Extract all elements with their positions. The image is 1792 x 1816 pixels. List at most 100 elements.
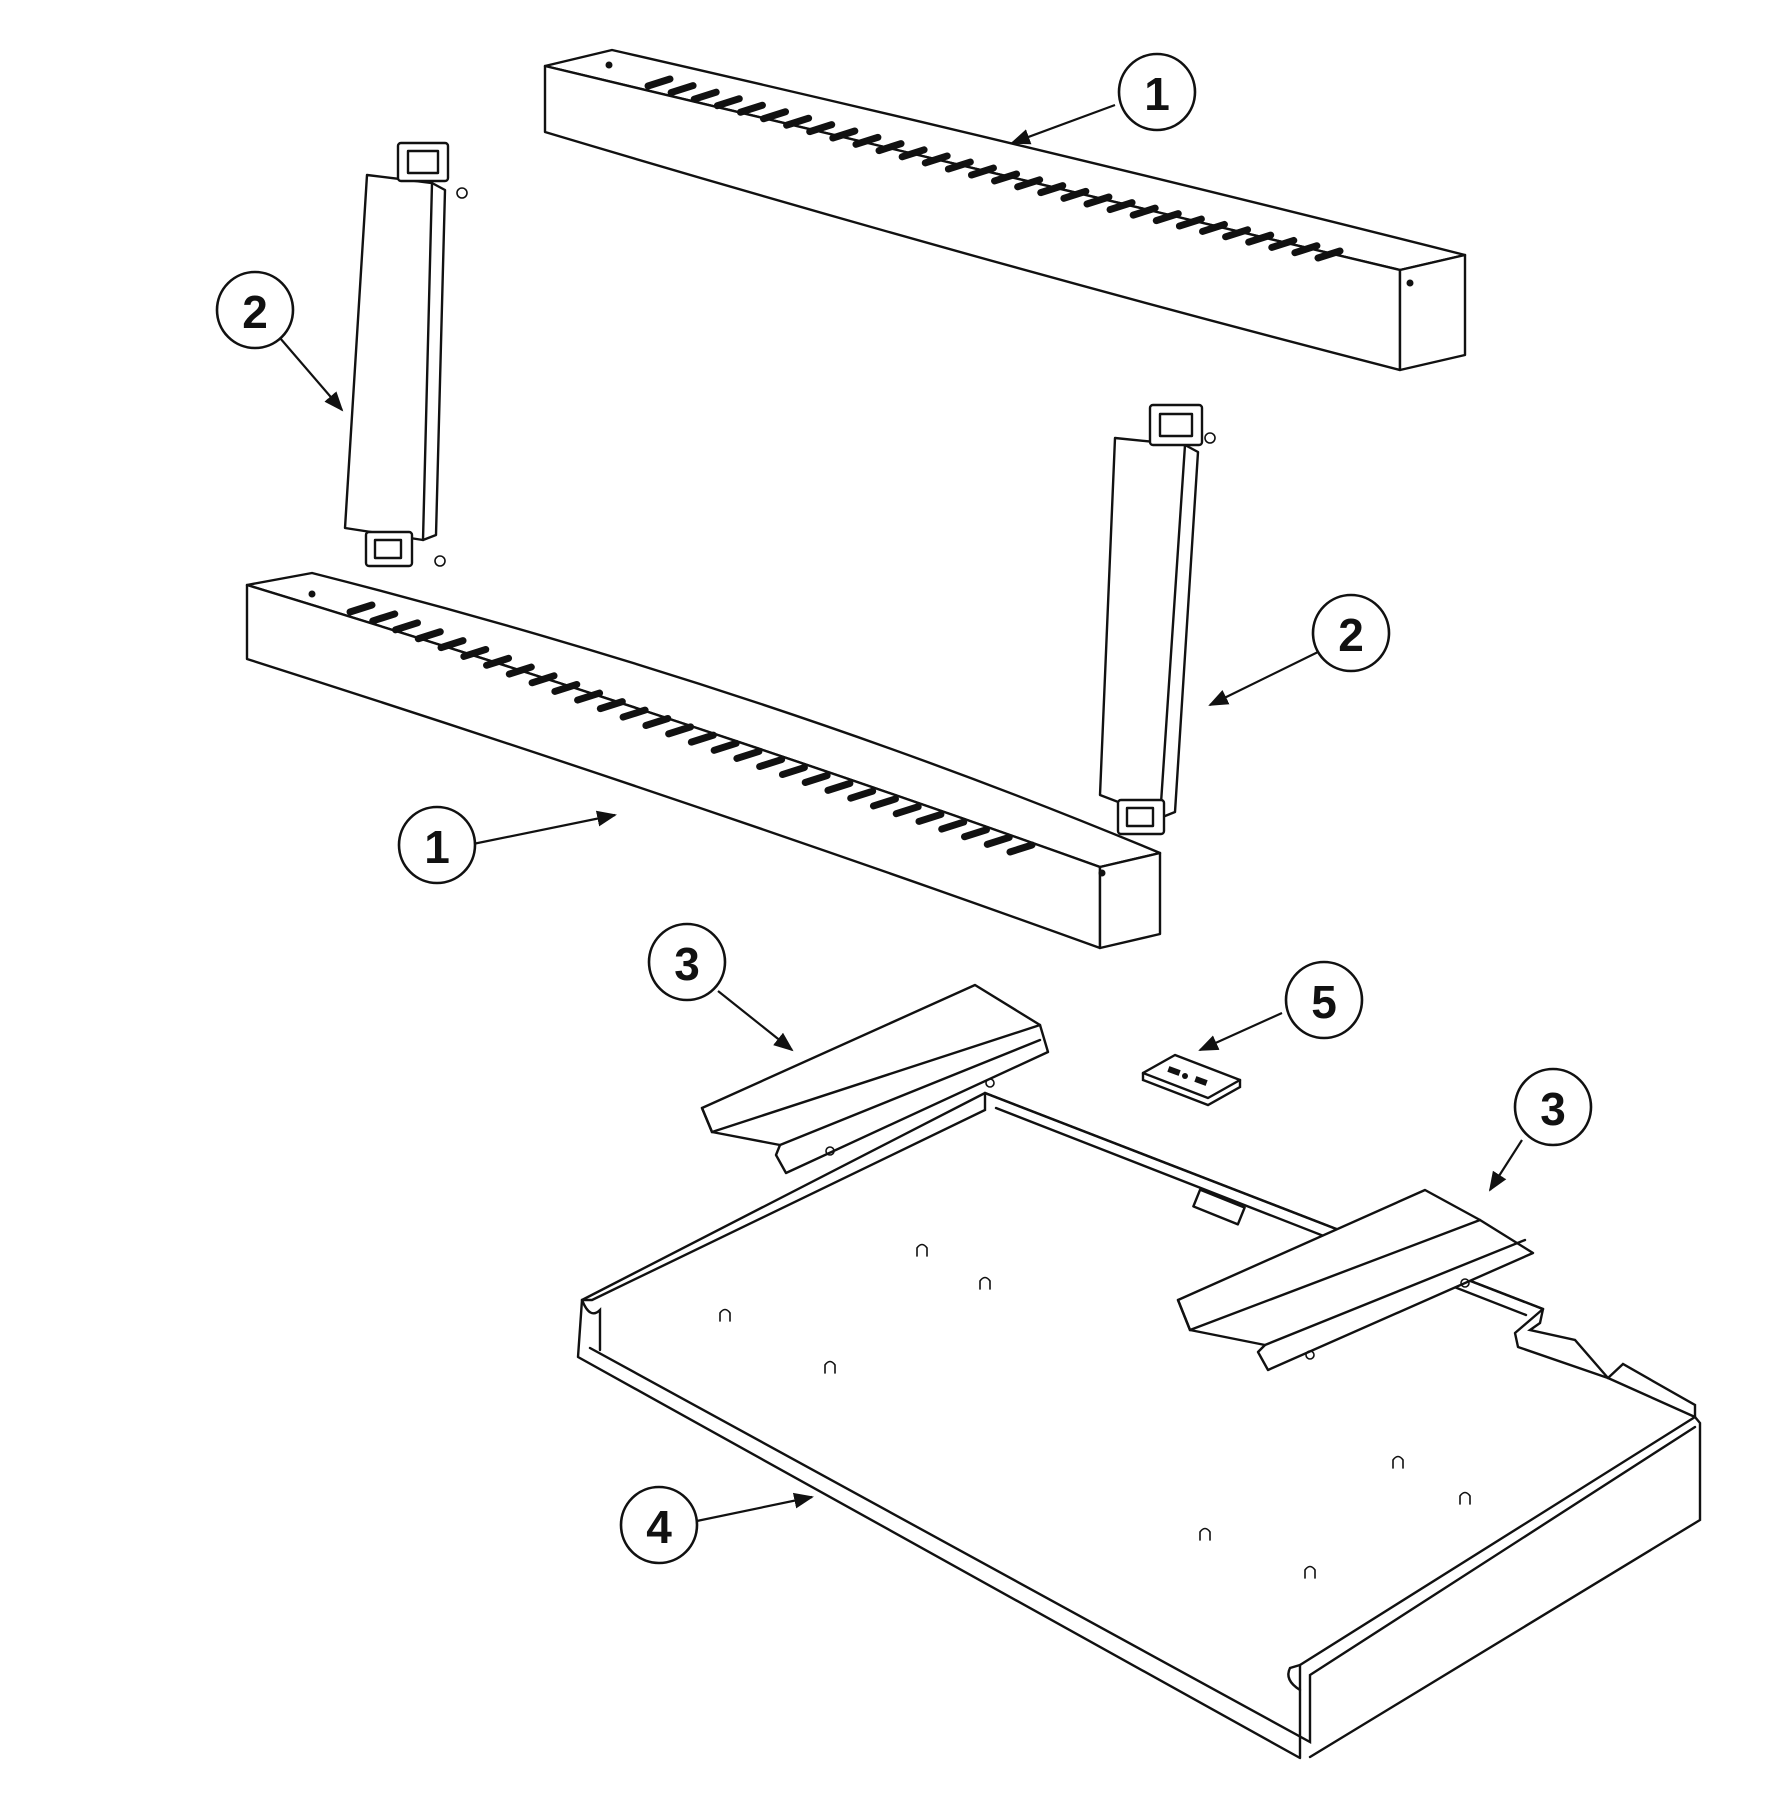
callout-base-tray: 4: [619, 1485, 699, 1565]
callout-number: 4: [646, 1501, 672, 1553]
vent-slot: [915, 810, 945, 825]
base-tray: [576, 1091, 1702, 1760]
rail-bottom-vent-slots: [346, 601, 1036, 856]
bracket-right: [1176, 1188, 1535, 1372]
rail-top-hole: [1406, 279, 1414, 287]
callout-number: 3: [1540, 1083, 1566, 1135]
vent-slot: [869, 795, 899, 810]
tray-hole: [1304, 1565, 1316, 1579]
tray-hole: [916, 1243, 928, 1257]
leader-rail-bottom: [467, 810, 617, 847]
vent-slot: [414, 628, 444, 643]
vent-slot: [829, 127, 859, 142]
tray-hole: [1459, 1491, 1471, 1505]
vent-slot: [619, 706, 649, 721]
vent-slot: [690, 88, 720, 103]
vent-slot: [960, 826, 990, 841]
callout-leaders: [279, 103, 1523, 1524]
callout-leg-right: 2: [1311, 593, 1391, 673]
vent-slot: [1314, 247, 1344, 262]
vent-slot: [710, 739, 740, 754]
vent-slot: [892, 803, 922, 818]
leader-clip: [1198, 1011, 1283, 1052]
clip: [1141, 1053, 1242, 1107]
vent-slot: [944, 158, 974, 173]
vent-slot: [1129, 204, 1159, 219]
vent-slot: [824, 779, 854, 794]
vent-slot: [1106, 199, 1136, 214]
vent-slot: [1222, 226, 1252, 241]
vent-slot: [596, 698, 626, 713]
callout-rail-bottom: 1: [397, 805, 477, 885]
leader-base-tray: [691, 1492, 814, 1524]
leg-left: [343, 141, 468, 568]
rail-top: [543, 48, 1467, 372]
bracket-left: [700, 983, 1050, 1175]
vent-slot: [1037, 182, 1067, 197]
callout-number: 1: [1144, 68, 1170, 120]
vent-slot: [736, 101, 766, 116]
callout-number: 2: [242, 286, 268, 338]
vent-slot: [806, 121, 836, 136]
vent-slot: [437, 637, 467, 652]
vent-slot: [1006, 841, 1036, 856]
vent-slot: [760, 108, 790, 123]
vent-slot: [687, 731, 717, 746]
callout-number: 1: [424, 821, 450, 873]
vent-slot: [921, 152, 951, 167]
vent-slot: [667, 82, 697, 97]
vent-slot: [346, 601, 376, 616]
leader-leg-left: [279, 337, 344, 412]
tray-hole: [719, 1308, 731, 1322]
leg-right: [1098, 403, 1216, 836]
vent-slot: [483, 654, 513, 669]
vent-slot: [783, 114, 813, 129]
rail-top-hole: [605, 61, 613, 69]
vent-slot: [392, 619, 422, 634]
tray-hole: [979, 1276, 991, 1290]
vent-slot: [733, 747, 763, 762]
callout-leg-left: 2: [215, 270, 295, 350]
vent-slot: [644, 75, 674, 90]
leader-bracket-right: [1488, 1139, 1523, 1192]
callout-number: 3: [674, 938, 700, 990]
callout-bracket-left: 3: [647, 922, 727, 1002]
vent-slot: [1083, 193, 1113, 208]
vent-slot: [642, 715, 672, 730]
vent-slot: [991, 170, 1021, 185]
vent-slot: [1060, 187, 1090, 202]
vent-slot: [1245, 231, 1275, 246]
vent-slot: [713, 95, 743, 110]
callout-number: 5: [1311, 976, 1337, 1028]
vent-slot: [1291, 242, 1321, 257]
tray-hole: [1392, 1455, 1404, 1469]
tray-mounting-holes: [719, 1243, 1471, 1579]
vent-slot: [778, 764, 808, 779]
vent-slot: [1152, 210, 1182, 225]
callout-bracket-right: 3: [1513, 1067, 1593, 1147]
vent-slot: [1198, 220, 1228, 235]
tray-hole: [824, 1360, 836, 1374]
vent-slot: [938, 818, 968, 833]
rail-top-vent-slots: [644, 75, 1344, 262]
vent-slot: [1175, 215, 1205, 230]
callout-number: 2: [1338, 609, 1364, 661]
rail-bottom-hole: [1098, 869, 1106, 877]
leader-rail-top: [1010, 103, 1116, 145]
vent-slot: [875, 140, 905, 155]
vent-slot: [460, 645, 490, 660]
vent-slot: [505, 663, 535, 678]
callout-rail-top: 1: [1117, 52, 1197, 132]
vent-slot: [852, 133, 882, 148]
vent-slot: [847, 787, 877, 802]
vent-slot: [1268, 236, 1298, 251]
vent-slot: [665, 723, 695, 738]
vent-slot: [898, 146, 928, 161]
leader-leg-right: [1208, 651, 1319, 706]
vent-slot: [967, 164, 997, 179]
vent-slot: [1014, 176, 1044, 191]
vent-slot: [983, 833, 1013, 848]
vent-slot: [528, 672, 558, 687]
rail-bottom-hole: [308, 590, 316, 598]
